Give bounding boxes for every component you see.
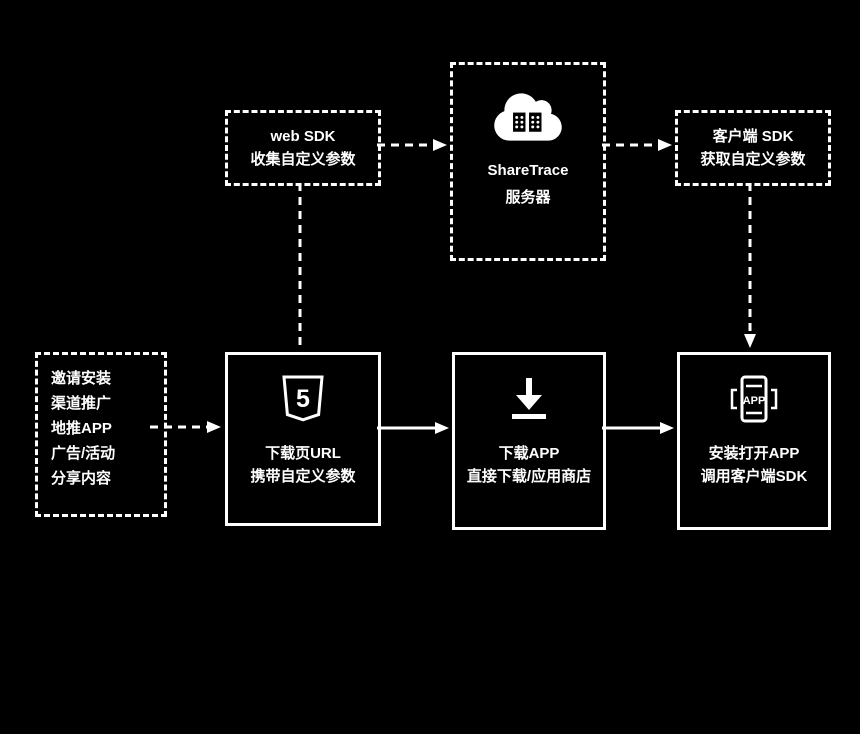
channel-item: 广告/活动: [51, 445, 116, 462]
node-download-app: 下载APP 直接下载/应用商店: [452, 352, 606, 530]
node-client-sdk: 客户端 SDK 获取自定义参数: [675, 110, 831, 186]
node-download-page: 5 下载页URL 携带自定义参数: [225, 352, 381, 526]
channel-item: 分享内容: [51, 470, 112, 487]
channel-item: 地推APP: [51, 420, 112, 437]
node-channels: 邀请安装 渠道推广 地推APP 广告/活动 分享内容: [35, 352, 167, 517]
channel-item: 渠道推广: [51, 395, 112, 412]
node-web-sdk-line2: 收集自定义参数: [250, 151, 356, 168]
node-sharetrace-server: ShareTrace 服务器: [450, 62, 606, 261]
node-install-app-line1: 安装打开APP: [708, 445, 800, 462]
node-install-app-line2: 调用客户端SDK: [700, 468, 808, 485]
node-client-sdk-line1: 客户端 SDK: [712, 128, 794, 145]
node-web-sdk: web SDK 收集自定义参数: [225, 110, 381, 186]
node-web-sdk-line1: web SDK: [270, 128, 336, 145]
html5-icon: 5: [281, 375, 325, 423]
phone-app-label: APP: [743, 395, 766, 407]
cloud-server-icon: [494, 90, 562, 144]
node-download-page-line2: 携带自定义参数: [250, 468, 356, 485]
node-download-app-line2: 直接下载/应用商店: [466, 468, 592, 485]
download-icon: [506, 375, 552, 423]
server-title: ShareTrace: [487, 162, 569, 179]
node-client-sdk-line2: 获取自定义参数: [700, 151, 806, 168]
phone-app-icon: APP: [728, 375, 780, 423]
channel-item: 邀请安装: [51, 370, 112, 387]
server-subtitle: 服务器: [505, 189, 551, 206]
node-install-app: APP 安装打开APP 调用客户端SDK: [677, 352, 831, 530]
node-download-app-line1: 下载APP: [498, 445, 560, 462]
html5-glyph: 5: [296, 385, 310, 413]
node-download-page-line1: 下载页URL: [265, 445, 341, 462]
